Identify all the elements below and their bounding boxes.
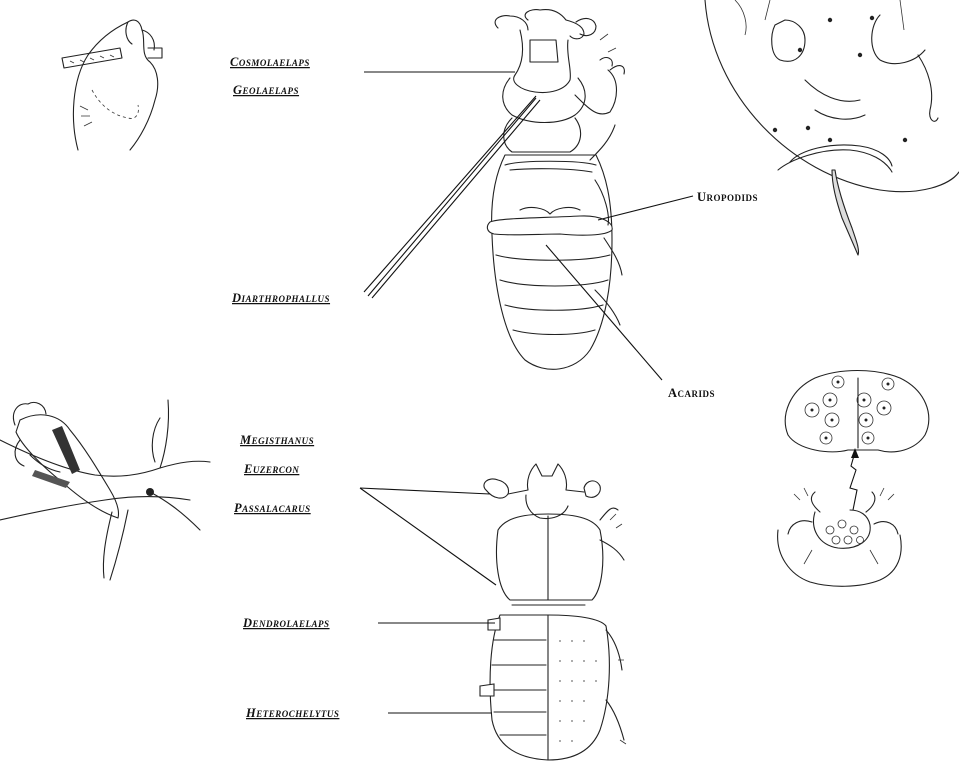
- plate-pores: [805, 376, 894, 444]
- inset-passalacarus-plate: [778, 371, 929, 587]
- label-uropodids: Uropodids: [697, 190, 758, 204]
- inset-mite-on-tarsus: [62, 20, 162, 150]
- label-heterochelytus: Heterochelytus: [245, 706, 339, 720]
- label-acarids: Acarids: [668, 386, 715, 400]
- label-megisthanus: Megisthanus: [239, 433, 314, 447]
- leader-diarthrophallus-c: [372, 100, 540, 298]
- leader-lines: [360, 72, 693, 713]
- leader-uropodids: [598, 196, 693, 220]
- leader-diarthrophallus-b: [368, 98, 536, 296]
- leader-acarids: [546, 245, 662, 380]
- inset-mite-on-seta: [0, 400, 210, 580]
- leader-euzercon-a: [360, 488, 496, 585]
- beetle-ventral-view: [487, 9, 624, 369]
- label-dendrolaelaps: Dendrolaelaps: [242, 616, 330, 630]
- label-euzercon: Euzercon: [243, 462, 299, 476]
- beetle-dorsal-view: [480, 464, 626, 760]
- leader-euzercon-b: [360, 488, 490, 494]
- label-passalacarus: Passalacarus: [234, 501, 311, 515]
- label-cosmolaelaps: Cosmolaelaps: [230, 55, 310, 69]
- leader-diarthrophallus-a: [364, 96, 536, 292]
- label-geolaelaps: Geolaelaps: [233, 83, 299, 97]
- inset-uropodid-magnified: [705, 0, 959, 255]
- label-diarthrophallus: Diarthrophallus: [231, 291, 330, 305]
